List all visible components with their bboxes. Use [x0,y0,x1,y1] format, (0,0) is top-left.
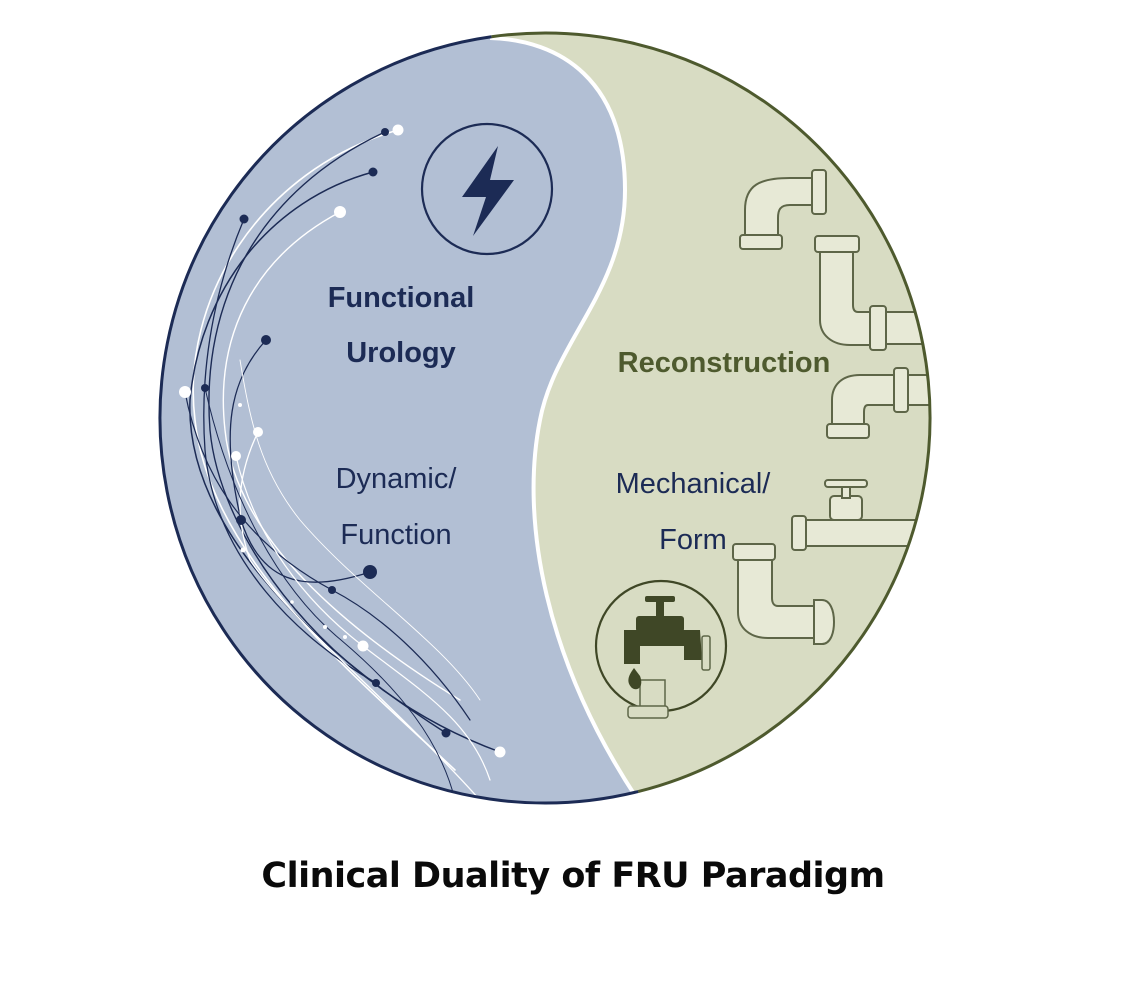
flow-dot [236,515,246,525]
figure-caption: Clinical Duality of FRU Paradigm [261,856,885,896]
flow-dot [238,403,242,407]
flow-line [192,129,456,771]
flow-line [184,391,471,721]
flow-dot [494,746,506,758]
flow-dot [343,635,347,639]
right-subtitle-line2: Form [659,524,727,556]
right-half-background [490,33,930,800]
flow-dot [363,565,377,579]
flow-dot [179,386,191,398]
flow-line [239,359,481,701]
flow-dot [253,427,263,437]
outer-circle-right-arc [491,31,932,794]
flow-dot [372,679,380,687]
flow-line [189,171,447,734]
flow-dot [381,128,389,136]
flow-dot [334,206,346,218]
flow-dot [368,167,378,177]
elbow-pipe-icon [732,543,836,645]
flow-dot [357,640,369,652]
left-title-line1: Functional [328,282,475,314]
flow-dot [201,384,209,392]
flow-dot [392,124,404,136]
flow-dot [328,586,336,594]
flow-dot [261,335,271,345]
flow-dot [240,547,246,553]
right-title: Reconstruction [618,347,831,379]
lightning-bolt-icon [420,122,554,256]
flow-dot [441,728,451,738]
flow-dot [323,625,327,629]
outer-circle-left-arc [158,35,639,805]
dripping-faucet-icon [594,579,728,719]
flow-line [222,211,461,701]
elbow-pipe-icon [826,367,930,439]
flow-line [203,218,377,684]
flow-dot [231,451,241,461]
flow-line [239,431,481,801]
elbow-pipe-icon [739,169,827,250]
right-subtitle-line1: Mechanical/ [616,468,772,500]
flow-dot [290,600,294,604]
left-subtitle-line1: Dynamic/ [336,463,458,495]
divider-curve [489,36,640,802]
left-subtitle-line2: Function [340,519,451,551]
left-title-line2: Urology [346,337,456,369]
flow-dots [179,124,506,758]
flow-dot [239,214,249,224]
flow-line [204,387,456,801]
